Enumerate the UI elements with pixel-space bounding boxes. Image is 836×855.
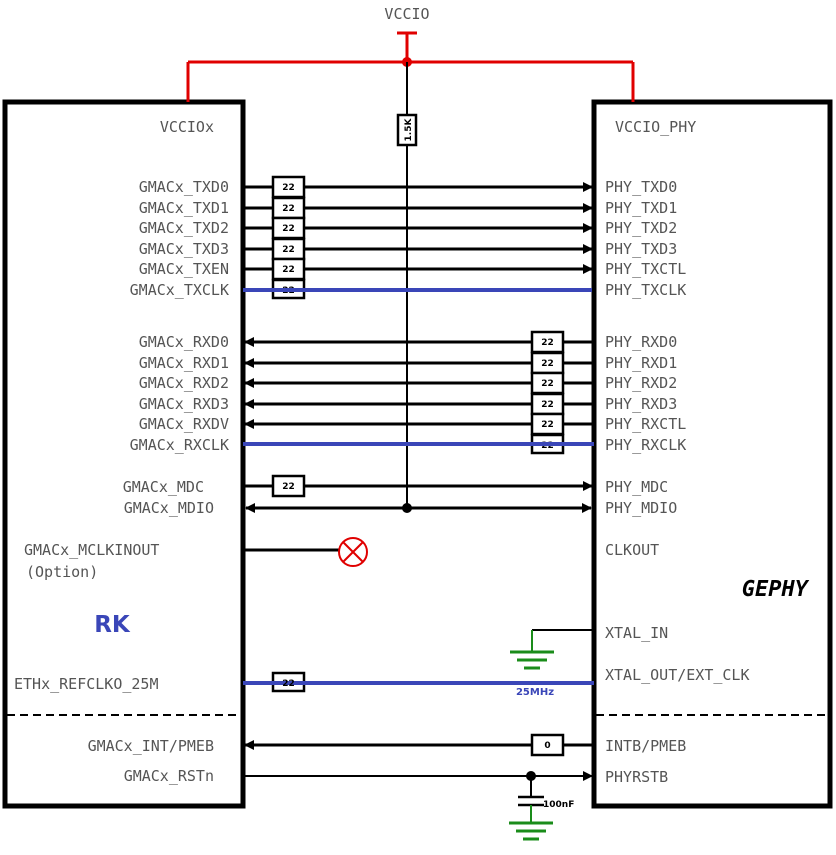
rk-power-label: VCCIOx [160, 118, 214, 136]
rk-pin-label: GMACx_TXEN [139, 260, 229, 278]
rk-pin-label: GMACx_RXD3 [139, 395, 229, 413]
rk-pin-label: GMACx_TXCLK [130, 281, 229, 299]
rk-pin-label: GMACx_MDC [123, 478, 204, 496]
rk-pin-label: ETHx_REFCLKO_25M [14, 675, 159, 693]
phy-pin-label: PHY_TXCLK [605, 281, 686, 299]
rk-pin-label: GMACx_INT/PMEB [88, 737, 214, 755]
mdc-wire [243, 474, 593, 498]
rx-resistor-value: 22 [541, 400, 554, 410]
rk-pin-label: GMACx_MCLKINOUT [24, 541, 159, 559]
tx-resistor-value: 22 [282, 265, 295, 275]
rk-tx-labels: GMACx_TXD0 GMACx_TXD1 GMACx_TXD2 GMACx_T… [130, 178, 229, 299]
refclk-resistor-value: 22 [282, 679, 295, 689]
tx-resistor-value: 22 [282, 183, 295, 193]
pullup-resistor-label: 1.5K [404, 118, 414, 142]
rk-pin-note: (Option) [26, 563, 98, 581]
rk-chip [2, 99, 246, 809]
vccio-supply [186, 31, 635, 102]
rx-resistor-value: 22 [541, 379, 554, 389]
rx-resistor-value: 22 [541, 420, 554, 430]
phy-pin-label: PHY_TXD2 [605, 219, 677, 237]
rk-pin-label: GMACx_RXD2 [139, 374, 229, 392]
phy-rx-labels: PHY_RXD0 PHY_RXD1 PHY_RXD2 PHY_RXD3 PHY_… [605, 333, 686, 454]
phy-pin-label: PHYRSTB [605, 768, 668, 786]
phy-pin-label: INTB/PMEB [605, 737, 686, 755]
phy-pin-label: PHY_TXCTL [605, 260, 686, 278]
int-wire [244, 733, 594, 757]
phy-pin-label: PHY_TXD1 [605, 199, 677, 217]
gephy-chip [591, 99, 833, 809]
tx-resistor-value: 22 [282, 204, 295, 214]
phy-pin-label: XTAL_OUT/EXT_CLK [605, 666, 750, 684]
rst-wire [243, 771, 593, 796]
phy-pin-label: PHY_RXD2 [605, 374, 677, 392]
tx-resistors [271, 175, 306, 300]
tx-resistor-value: 22 [282, 245, 295, 255]
rk-pin-label: GMACx_TXD2 [139, 219, 229, 237]
phy-pin-label: PHY_TXD3 [605, 240, 677, 258]
rk-pin-label: GMACx_RXD1 [139, 354, 229, 372]
phy-pin-label: PHY_RXD3 [605, 395, 677, 413]
phy-pin-label: PHY_TXD0 [605, 178, 677, 196]
capacitor-value: 100nF [543, 800, 574, 810]
phy-pin-label: PHY_MDC [605, 478, 668, 496]
phy-chip-name: GEPHY [742, 577, 810, 602]
rk-pin-label: GMACx_TXD0 [139, 178, 229, 196]
vccio-label: VCCIO [384, 5, 429, 23]
rk-pin-label: GMACx_TXD3 [139, 240, 229, 258]
int-resistor-value: 0 [544, 741, 550, 751]
phy-pin-label: PHY_RXCLK [605, 436, 686, 454]
refclk-wire [243, 671, 594, 693]
rk-pin-label: GMACx_RSTn [124, 767, 214, 785]
xtal-in-wire [531, 629, 594, 652]
rk-pin-label: GMACx_TXD1 [139, 199, 229, 217]
rk-rx-labels: GMACx_RXD0 GMACx_RXD1 GMACx_RXD2 GMACx_R… [130, 333, 229, 454]
mdc-resistor-value: 22 [282, 482, 295, 492]
rk-pin-label: GMACx_MDIO [124, 499, 214, 517]
rk-pin-label: GMACx_RXD0 [139, 333, 229, 351]
phy-pin-label: PHY_RXD1 [605, 354, 677, 372]
capacitor-icon [518, 795, 544, 823]
rk-pin-label: GMACx_RXDV [139, 415, 229, 433]
ground-icon [510, 650, 554, 670]
rx-resistor-value: 22 [541, 359, 554, 369]
phy-tx-labels: PHY_TXD0 PHY_TXD1 PHY_TXD2 PHY_TXD3 PHY_… [605, 178, 686, 299]
rk-chip-name: RK [94, 612, 131, 638]
phy-power-label: VCCIO_PHY [615, 118, 696, 136]
rx-resistor-value: 22 [541, 338, 554, 348]
rx-resistors [530, 330, 565, 455]
tx-resistor-value: 22 [282, 224, 295, 234]
clock-frequency-label: 25MHz [516, 687, 554, 698]
phy-pin-label: PHY_MDIO [605, 499, 677, 517]
no-connect-icon [338, 537, 368, 567]
phy-pin-label: PHY_RXCTL [605, 415, 686, 433]
phy-pin-label: XTAL_IN [605, 624, 668, 642]
phy-pin-label: CLKOUT [605, 541, 659, 559]
phy-pin-label: PHY_RXD0 [605, 333, 677, 351]
ground-icon [509, 821, 553, 841]
rk-pin-label: GMACx_RXCLK [130, 436, 229, 454]
